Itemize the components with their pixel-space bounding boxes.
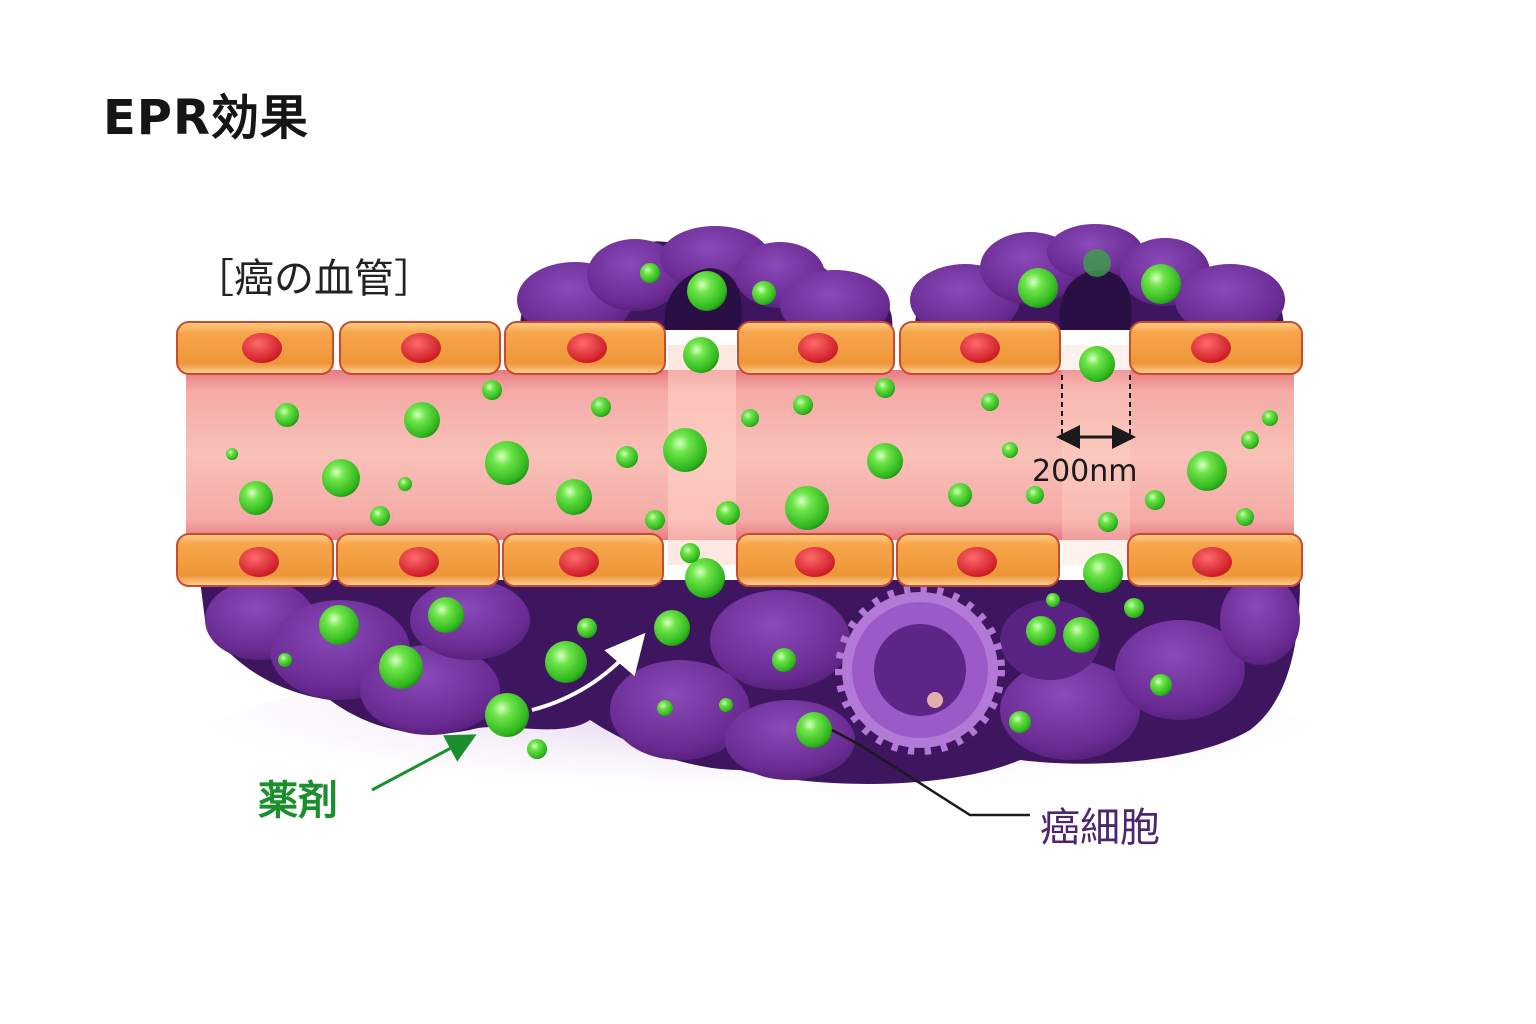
drug-pointer-arrow <box>371 734 477 792</box>
endothelial-layer-top <box>176 321 1303 375</box>
tumor-cluster-top-right <box>910 224 1285 336</box>
endothelial-layer-bottom <box>176 533 1303 587</box>
drug-particles <box>226 249 1278 759</box>
scale-label: 200nm <box>1032 454 1138 489</box>
cancer-cell-label: 癌細胞 <box>1040 805 1160 851</box>
drug-path-arrow <box>531 632 646 712</box>
spiky-cancer-cell <box>835 585 1005 755</box>
cancer-cell-pointer-line <box>831 728 1030 817</box>
blood-vessel-lumen <box>186 370 1294 540</box>
scale-bar <box>1056 375 1136 449</box>
vessel-label: ［癌の血管］ <box>194 256 434 302</box>
diagram-title: EPR効果 <box>103 90 309 146</box>
tumor-mass-bottom <box>200 575 1300 784</box>
drug-label: 薬剤 <box>258 778 338 824</box>
